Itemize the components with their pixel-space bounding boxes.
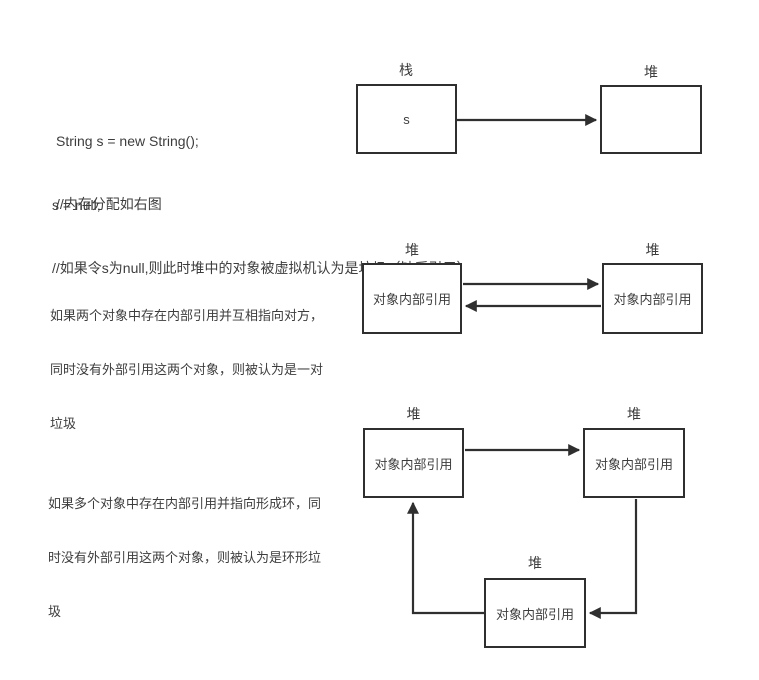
- ring-object-box-left: 对象内部引用: [363, 428, 464, 498]
- description-line: 同时没有外部引用这两个对象，则被认为是一对: [50, 362, 324, 377]
- stack-label: 栈: [399, 62, 413, 78]
- description-line: 如果多个对象中存在内部引用并指向形成环，同: [48, 496, 322, 511]
- stack-box-value: s: [403, 111, 410, 127]
- ring-heap-label-right: 堆: [627, 406, 641, 422]
- pair-object-box-left: 对象内部引用: [362, 263, 462, 334]
- ring-object-box-bottom: 对象内部引用: [484, 578, 586, 648]
- object-box-text: 对象内部引用: [372, 292, 451, 307]
- code-block-top: String s = new String(); //内存分配如右图: [56, 89, 199, 257]
- description-line: 如果两个对象中存在内部引用并互相指向对方，: [50, 308, 324, 323]
- ring-heap-label-bottom: 堆: [528, 555, 542, 571]
- description-line: 垃圾: [50, 416, 77, 431]
- stack-box: s: [356, 84, 457, 154]
- ring-garbage-description: 如果多个对象中存在内部引用并指向形成环，同 时没有外部引用这两个对象，则被认为是…: [48, 459, 321, 657]
- heap-box: [600, 85, 702, 154]
- arrow-ring-bottom-to-left: [407, 501, 484, 615]
- object-box-text: 对象内部引用: [594, 456, 673, 472]
- description-line: 时没有外部引用这两个对象，则被认为是环形垃: [48, 550, 322, 565]
- code-line: String s = new String();: [56, 133, 199, 149]
- object-box-text: 对象内部引用: [613, 292, 692, 307]
- pair-heap-label-left: 堆: [405, 242, 419, 258]
- code-line: s = null;: [52, 197, 101, 213]
- pair-object-box-right: 对象内部引用: [602, 263, 703, 334]
- description-line: 圾: [48, 604, 62, 619]
- ring-object-box-right: 对象内部引用: [583, 428, 685, 498]
- arrow-ring-right-to-bottom: [588, 499, 638, 619]
- pair-garbage-description: 如果两个对象中存在内部引用并互相指向对方， 同时没有外部引用这两个对象，则被认为…: [50, 271, 323, 469]
- ring-heap-label-left: 堆: [406, 406, 421, 422]
- object-box-text: 对象内部引用: [495, 606, 574, 622]
- code-comment: //内存分配如右图: [56, 196, 162, 212]
- object-box-text: 对象内部引用: [374, 456, 453, 472]
- pair-heap-label-right: 堆: [645, 242, 660, 258]
- heap-label: 堆: [644, 64, 658, 80]
